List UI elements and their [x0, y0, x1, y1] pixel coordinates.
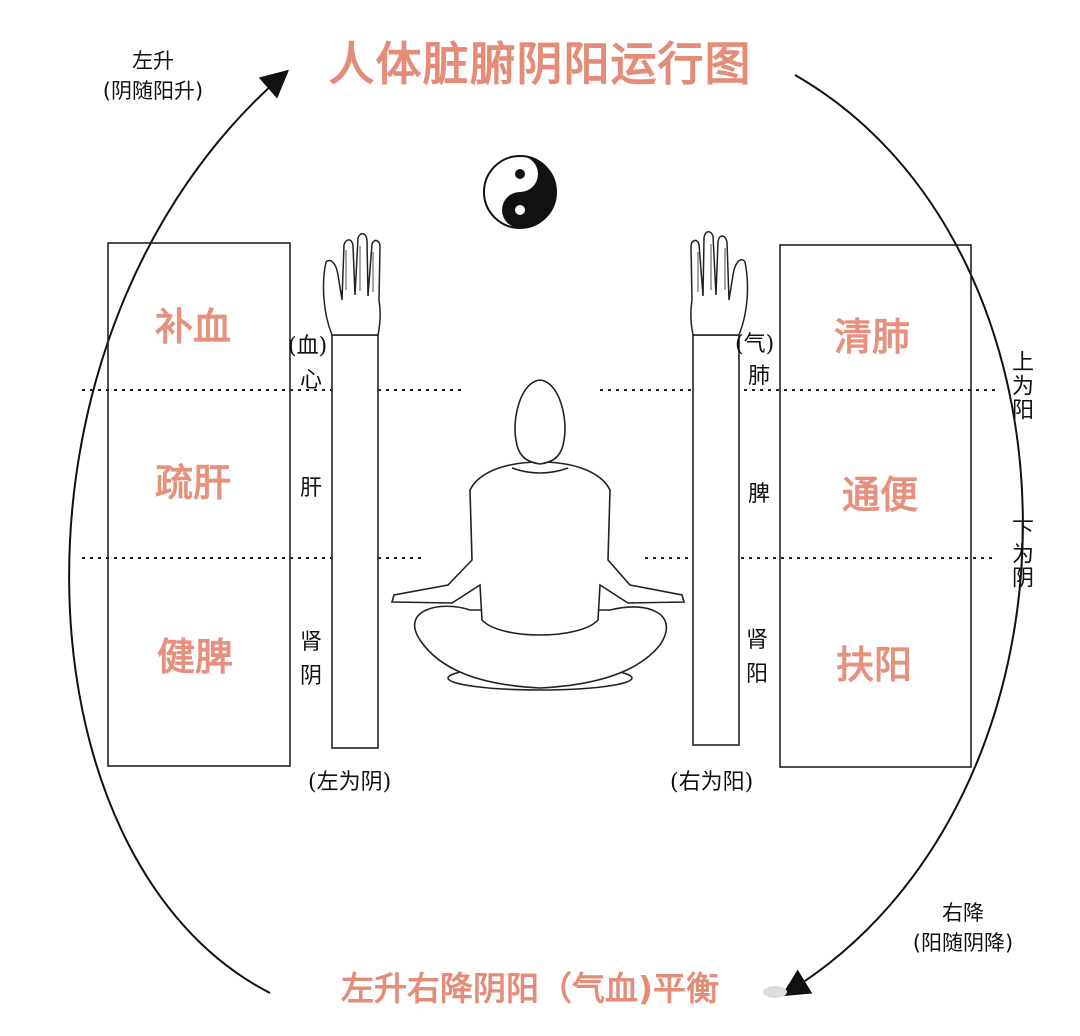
left-box: [107, 242, 291, 767]
left-flow-title: 左升: [132, 49, 174, 73]
right-flow-title: 右降: [942, 901, 984, 925]
left-heart-label: 心: [300, 368, 323, 393]
right-kidney-label: 肾: [746, 628, 769, 653]
right-descending-arc: [781, 74, 1024, 997]
right-qi-label: (气): [735, 332, 775, 357]
yin-yang-icon: [483, 155, 557, 229]
left-kidney-label: 肾: [300, 630, 323, 655]
right-box: [779, 244, 972, 768]
left-liver-label: 肝: [300, 476, 323, 501]
left-ascending-arc: [68, 69, 290, 994]
right-flow-label: 右降 (阳随阴降): [888, 898, 1038, 958]
meditating-figure-icon: [390, 379, 686, 691]
right-flow-sub: (阳随阴降): [912, 931, 1014, 955]
right-arm-column: [692, 334, 740, 746]
left-box-text-2: 疏肝: [154, 461, 231, 505]
upper-yang-label: 上为阳: [1008, 350, 1033, 422]
right-spleen-label: 脾: [748, 482, 771, 507]
left-box-text-1: 补血: [154, 305, 231, 349]
right-lung-label: 肺: [748, 364, 771, 389]
lower-yin-label: 下为阴: [1008, 518, 1033, 590]
left-flow-sub: (阴随阳升): [102, 79, 204, 103]
right-box-text-1: 清肺: [833, 315, 910, 359]
left-box-text-3: 健脾: [156, 635, 233, 679]
left-arm-column: [331, 334, 379, 749]
smudge-mark: [763, 986, 787, 998]
right-yang-label: 阳: [746, 662, 769, 687]
left-flow-label: 左升 (阴随阳升): [88, 46, 218, 106]
left-yin-label: 阴: [300, 664, 323, 689]
right-caption: (右为阳): [670, 770, 754, 795]
footer-balance-text: 左升右降阴阳（气血)平衡: [340, 969, 720, 1008]
diagram-title: 人体脏腑阴阳运行图: [328, 37, 752, 91]
left-blood-label: (血): [288, 334, 328, 359]
right-hand-icon: [690, 231, 749, 336]
left-hand-icon: [322, 233, 381, 336]
right-box-text-3: 扶阳: [835, 643, 912, 687]
right-box-text-2: 通便: [841, 473, 918, 517]
left-caption: (左为阴): [308, 770, 392, 795]
